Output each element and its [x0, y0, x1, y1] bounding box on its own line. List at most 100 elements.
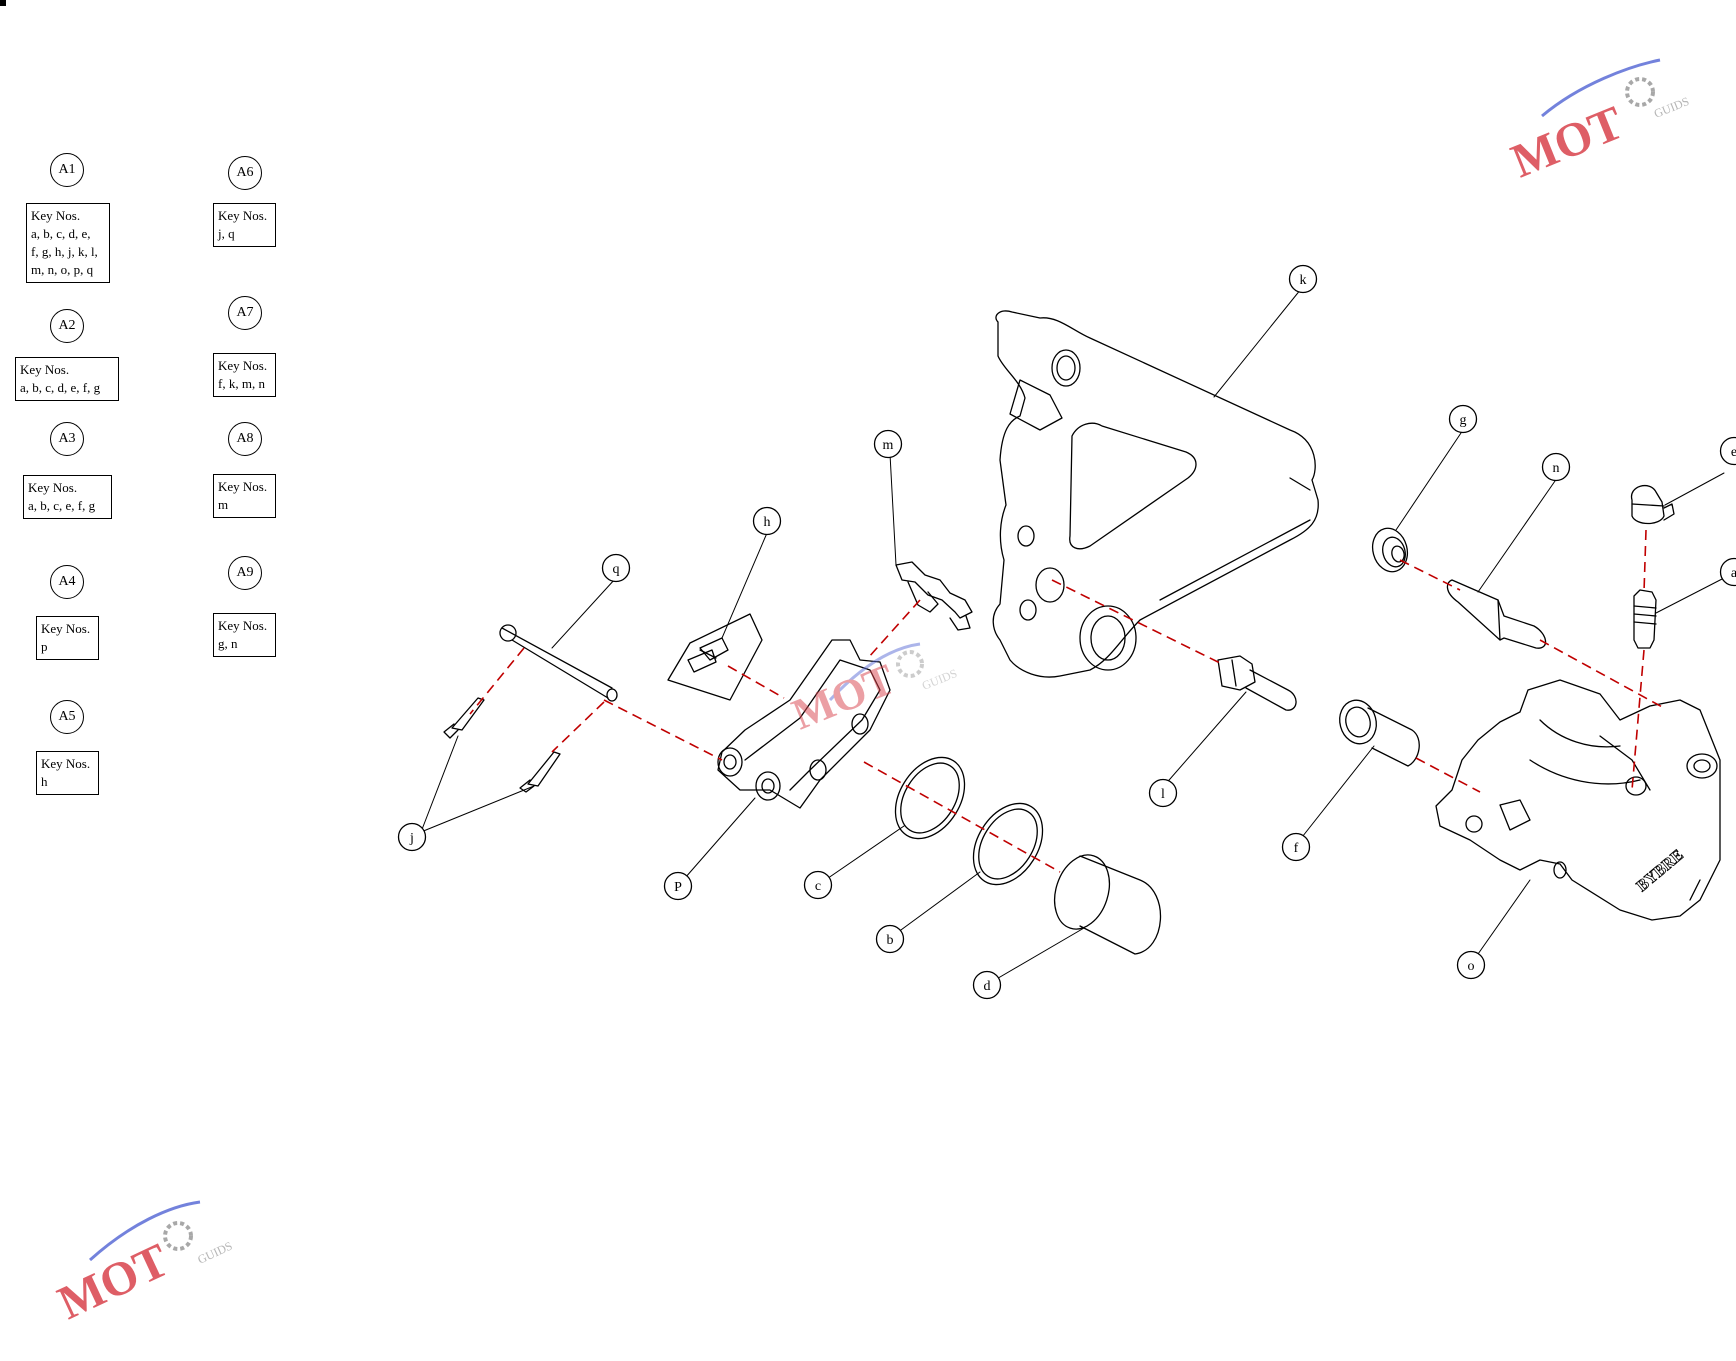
kit-box-a4: Key Nos. p [36, 616, 99, 660]
watermark-text: MOT [50, 1233, 176, 1329]
key-nos-label: Key Nos. [20, 362, 70, 377]
kit-callout-a9: A9 [228, 556, 262, 590]
label-h: h [752, 506, 782, 536]
bracket-part-k [992, 310, 1319, 678]
kit-id: A2 [58, 318, 76, 333]
kit-keys: a, b, c, d, e, f, g [20, 380, 101, 395]
guide-pin-part-l [1217, 655, 1297, 711]
watermark-text: MOT [785, 654, 901, 739]
kit-keys: a, b, c, d, e, f, g, h, j, k, l, m, n, o… [31, 226, 98, 277]
key-nos-label: Key Nos. [41, 621, 91, 636]
kit-box-a3: Key Nos. a, b, c, e, f, g [23, 475, 112, 519]
kit-id: A1 [58, 162, 76, 177]
gear-icon [163, 1221, 193, 1251]
label-n: n [1541, 452, 1571, 482]
kit-id: A3 [58, 431, 76, 446]
label-a: a [1719, 557, 1736, 587]
label-j: j [397, 822, 427, 852]
label-q: q [601, 553, 631, 583]
label-text: e [1731, 445, 1736, 460]
watermark-logo-top: MOT GUIDS [1504, 58, 1691, 188]
kit-box-a5: Key Nos. h [36, 751, 99, 795]
kit-callout-a5: A5 [50, 700, 84, 734]
seal-part-b [972, 802, 1044, 886]
watermark-logo-bottom: MOT GUIDS [50, 1200, 235, 1330]
label-m: m [873, 429, 903, 459]
label-text: P [674, 880, 682, 895]
kit-box-a2: Key Nos. a, b, c, d, e, f, g [15, 357, 119, 401]
watermark-subtext: GUIDS [195, 1239, 234, 1267]
kit-keys: f, k, m, n [218, 376, 265, 391]
label-k: k [1288, 264, 1318, 294]
label-text: q [613, 562, 620, 577]
gear-icon [896, 650, 924, 678]
key-nos-label: Key Nos. [218, 479, 268, 494]
boot-part-g [1371, 527, 1409, 573]
kit-id: A9 [236, 565, 254, 580]
kit-box-a7: Key Nos. f, k, m, n [213, 353, 276, 397]
kit-box-a1: Key Nos. a, b, c, d, e, f, g, h, j, k, l… [26, 203, 110, 283]
label-text: n [1553, 461, 1560, 476]
bleed-screw-part-a [1633, 589, 1657, 649]
label-b: b [875, 924, 905, 954]
pin-part-q [499, 624, 618, 702]
kit-box-a6: Key Nos. j, q [213, 203, 276, 247]
label-d: d [972, 970, 1002, 1000]
label-text: m [883, 438, 894, 453]
label-text: j [409, 831, 414, 846]
label-l: l [1148, 778, 1178, 808]
clip-part-j-2 [519, 751, 561, 793]
label-text: a [1731, 566, 1736, 581]
label-o: o [1456, 950, 1486, 980]
kit-id: A4 [58, 574, 76, 589]
label-text: b [887, 933, 894, 948]
kit-keys: h [41, 774, 48, 789]
kit-callout-a3: A3 [50, 422, 84, 456]
kit-callout-a1: A1 [50, 153, 84, 187]
kit-id: A6 [236, 165, 254, 180]
label-e: e [1719, 436, 1736, 466]
kit-callout-a2: A2 [50, 309, 84, 343]
key-nos-label: Key Nos. [218, 208, 268, 223]
label-text: k [1300, 273, 1307, 288]
label-text: c [815, 879, 821, 894]
label-c: c [803, 870, 833, 900]
label-text: g [1460, 413, 1467, 428]
guide-pin-part-f [1339, 699, 1420, 767]
label-text: l [1161, 787, 1165, 802]
kit-callout-a4: A4 [50, 565, 84, 599]
kit-keys: j, q [218, 226, 235, 241]
kit-id: A5 [58, 709, 76, 724]
kit-callout-a7: A7 [228, 296, 262, 330]
label-text: f [1294, 841, 1299, 856]
label-text: o [1468, 959, 1475, 974]
kit-keys: g, n [218, 636, 238, 651]
label-leaders [420, 288, 1725, 985]
watermark-subtext: GUIDS [920, 666, 959, 693]
label-p: P [663, 871, 693, 901]
key-nos-label: Key Nos. [31, 208, 81, 223]
key-nos-label: Key Nos. [218, 358, 268, 373]
label-text: h [764, 515, 771, 530]
kit-box-a8: Key Nos. m [213, 474, 276, 518]
kit-box-a9: Key Nos. g, n [213, 613, 276, 657]
retainer-part-h [667, 613, 763, 701]
kit-keys: p [41, 639, 48, 654]
clip-part-j-1 [443, 697, 485, 739]
slide-pin-part-n [1446, 579, 1547, 649]
kit-keys: m [218, 497, 229, 512]
label-g: g [1448, 404, 1478, 434]
kit-id: A7 [236, 305, 254, 320]
bleed-cap-part-e [1630, 484, 1675, 525]
kit-callout-a6: A6 [228, 156, 262, 190]
watermark-subtext: GUIDS [1652, 94, 1691, 121]
alignment-lines [469, 529, 1665, 873]
label-text: d [984, 979, 991, 994]
header-mark [0, 0, 6, 6]
seal-part-c [894, 756, 966, 840]
caliper-marking: BYBRE [1634, 847, 1687, 895]
key-nos-label: Key Nos. [28, 480, 78, 495]
kit-id: A8 [236, 431, 254, 446]
